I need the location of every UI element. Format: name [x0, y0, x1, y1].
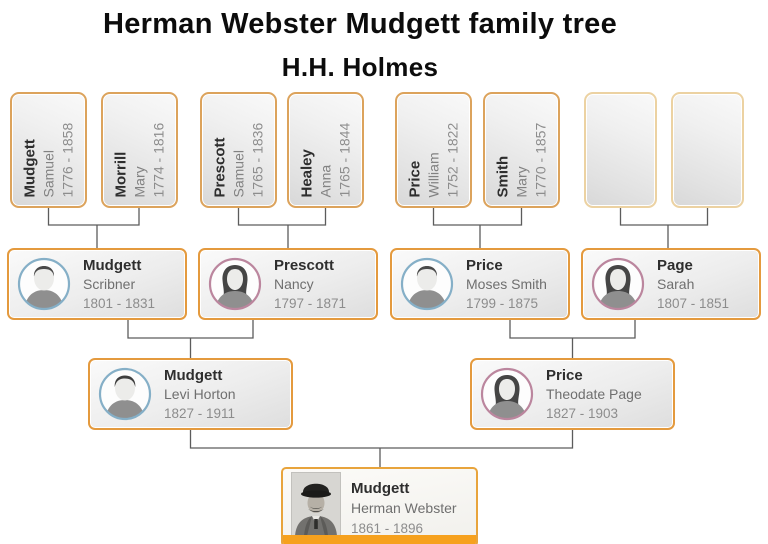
page-title: Herman Webster Mudgett family tree — [102, 8, 618, 40]
surname: Page — [657, 256, 693, 274]
person-card-empty-1[interactable] — [584, 92, 657, 208]
given-name: Mary — [513, 165, 529, 197]
connector-gen2-pair1 — [127, 320, 254, 358]
male-avatar-icon — [98, 367, 152, 421]
given-name: Mary — [131, 165, 147, 197]
person-card-empty-2[interactable] — [671, 92, 744, 208]
male-avatar-icon — [17, 257, 71, 311]
life-dates: 1827 - 1903 — [546, 405, 619, 421]
life-dates: 1807 - 1851 — [657, 295, 730, 311]
person-card-william-price[interactable]: Price William 1752 - 1822 — [395, 92, 472, 208]
herman-portrait-photo — [291, 472, 341, 536]
person-card-samuel-mudgett[interactable]: Mudgett Samuel 1776 - 1858 — [10, 92, 87, 208]
surname: Price — [466, 256, 503, 274]
given-name: Anna — [317, 164, 333, 197]
person-card-moses-smith-price[interactable]: Price Moses Smith 1799 - 1875 — [390, 248, 570, 320]
surname: Morrill — [112, 151, 129, 197]
person-card-mary-morrill[interactable]: Morrill Mary 1774 - 1816 — [101, 92, 178, 208]
life-dates: 1752 - 1822 — [444, 122, 460, 197]
given-name: Nancy — [274, 275, 314, 292]
connector-gen1-pair2 — [237, 208, 327, 248]
connector-gen2-pair2 — [509, 320, 636, 358]
surname: Smith — [494, 155, 511, 197]
person-card-theodate-page-price[interactable]: Price Theodate Page 1827 - 1903 — [470, 358, 675, 430]
person-card-nancy-prescott[interactable]: Prescott Nancy 1797 - 1871 — [198, 248, 378, 320]
surname: Prescott — [274, 256, 335, 274]
surname: Mudgett — [21, 138, 38, 197]
surname: Mudgett — [83, 256, 142, 274]
given-name: Moses Smith — [466, 275, 547, 292]
given-name: Theodate Page — [546, 385, 642, 402]
surname: Prescott — [211, 136, 228, 197]
given-name: Herman Webster — [351, 500, 457, 516]
male-avatar-icon — [400, 257, 454, 311]
given-name: Levi Horton — [164, 385, 236, 402]
surname: Price — [406, 160, 423, 197]
life-dates: 1799 - 1875 — [466, 295, 539, 311]
given-name: Sarah — [657, 275, 695, 292]
life-dates: 1797 - 1871 — [274, 295, 347, 311]
person-card-anna-healey[interactable]: Healey Anna 1765 - 1844 — [287, 92, 364, 208]
page-subtitle: H.H. Holmes — [281, 52, 439, 82]
connector-gen1-pair4 — [619, 208, 709, 248]
life-dates: 1827 - 1911 — [164, 405, 236, 421]
female-avatar-icon — [591, 257, 645, 311]
person-card-scribner-mudgett[interactable]: Mudgett Scribner 1801 - 1831 — [7, 248, 187, 320]
life-dates: 1765 - 1844 — [336, 122, 352, 197]
given-name: Samuel — [230, 149, 246, 197]
person-card-mary-smith[interactable]: Smith Mary 1770 - 1857 — [483, 92, 560, 208]
given-name: Scribner — [83, 275, 136, 292]
surname: Mudgett — [164, 366, 223, 384]
connector-gen1-pair1 — [47, 208, 140, 248]
connector-gen1-pair3 — [432, 208, 523, 248]
life-dates: 1765 - 1836 — [249, 122, 265, 197]
person-card-samuel-prescott[interactable]: Prescott Samuel 1765 - 1836 — [200, 92, 277, 208]
life-dates: 1770 - 1857 — [532, 122, 548, 197]
female-avatar-icon — [208, 257, 262, 311]
life-dates: 1801 - 1831 — [83, 295, 156, 311]
person-card-levi-horton-mudgett[interactable]: Mudgett Levi Horton 1827 - 1911 — [88, 358, 293, 430]
life-dates: 1776 - 1858 — [59, 122, 75, 197]
female-avatar-icon — [480, 367, 534, 421]
surname: Healey — [298, 148, 315, 197]
surname: Price — [546, 366, 583, 384]
selection-highlight-bar — [283, 535, 476, 544]
connector-gen3-pair1 — [189, 430, 574, 467]
life-dates: 1774 - 1816 — [150, 122, 166, 197]
surname: Mudgett — [351, 480, 410, 497]
life-dates: 1861 - 1896 — [351, 521, 424, 536]
person-card-herman-webster-mudgett[interactable]: Mudgett Herman Webster 1861 - 1896 — [281, 467, 478, 544]
person-card-sarah-page[interactable]: Page Sarah 1807 - 1851 — [581, 248, 761, 320]
given-name: William — [425, 151, 441, 197]
given-name: Samuel — [40, 149, 56, 197]
